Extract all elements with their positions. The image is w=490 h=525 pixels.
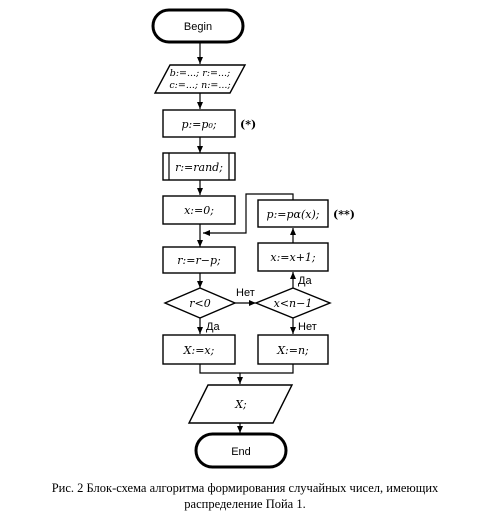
out-n-label: X:=n; bbox=[276, 344, 309, 357]
p-update-mark: (**) bbox=[333, 208, 355, 221]
input-line-1: b:=...; r:=...; bbox=[170, 68, 230, 79]
figure-caption: Рис. 2 Блок-схема алгоритма формирования… bbox=[0, 480, 490, 512]
input-block: b:=...; r:=...; c:=...; n:=...; bbox=[153, 64, 247, 94]
caption-line-1: Рис. 2 Блок-схема алгоритма формирования… bbox=[51, 481, 439, 495]
x-incr-label: x:=x+1; bbox=[270, 251, 316, 264]
x-init-label: x:=0; bbox=[184, 204, 214, 217]
begin-terminator: Begin bbox=[151, 8, 245, 44]
branch-label-yes-r: Да bbox=[206, 321, 220, 333]
x-init-block: x:=0; bbox=[162, 195, 236, 225]
branch-label-no-x: Нет bbox=[298, 321, 317, 333]
decision-r: r<0 bbox=[163, 287, 237, 319]
p-init-mark: (*) bbox=[240, 118, 256, 131]
p-init-block: p:=p₀; (*) bbox=[162, 109, 256, 138]
caption-line-2: распределение Пойа 1. bbox=[184, 497, 306, 511]
p-update-label: p:=pα(x); bbox=[267, 208, 320, 221]
r-rand-block: r:=rand; bbox=[162, 152, 236, 181]
branch-label-yes-x: Да bbox=[298, 275, 312, 287]
p-update-block: p:=pα(x); (**) bbox=[257, 199, 355, 228]
begin-label: Begin bbox=[184, 21, 212, 33]
p-init-label: p:=p₀; bbox=[181, 118, 216, 131]
end-label: End bbox=[231, 446, 251, 458]
decision-r-label: r<0 bbox=[189, 297, 210, 310]
output-label: X; bbox=[234, 398, 247, 411]
branch-label-no-r: Нет bbox=[236, 287, 255, 299]
out-x-block: X:=x; bbox=[162, 334, 236, 365]
input-line-2: c:=...; n:=...; bbox=[169, 80, 230, 91]
r-update-label: r:=r−p; bbox=[177, 254, 221, 267]
decision-x-label: x<n−1 bbox=[274, 297, 313, 310]
output-block: X; bbox=[187, 384, 294, 424]
connectors bbox=[197, 42, 296, 433]
out-x-label: X:=x; bbox=[183, 344, 215, 357]
out-n-block: X:=n; bbox=[257, 334, 329, 365]
x-incr-block: x:=x+1; bbox=[257, 242, 329, 272]
end-terminator: End bbox=[194, 432, 288, 469]
r-update-block: r:=r−p; bbox=[162, 246, 236, 274]
decision-x: x<n−1 bbox=[254, 287, 332, 319]
r-rand-label: r:=rand; bbox=[175, 161, 223, 174]
